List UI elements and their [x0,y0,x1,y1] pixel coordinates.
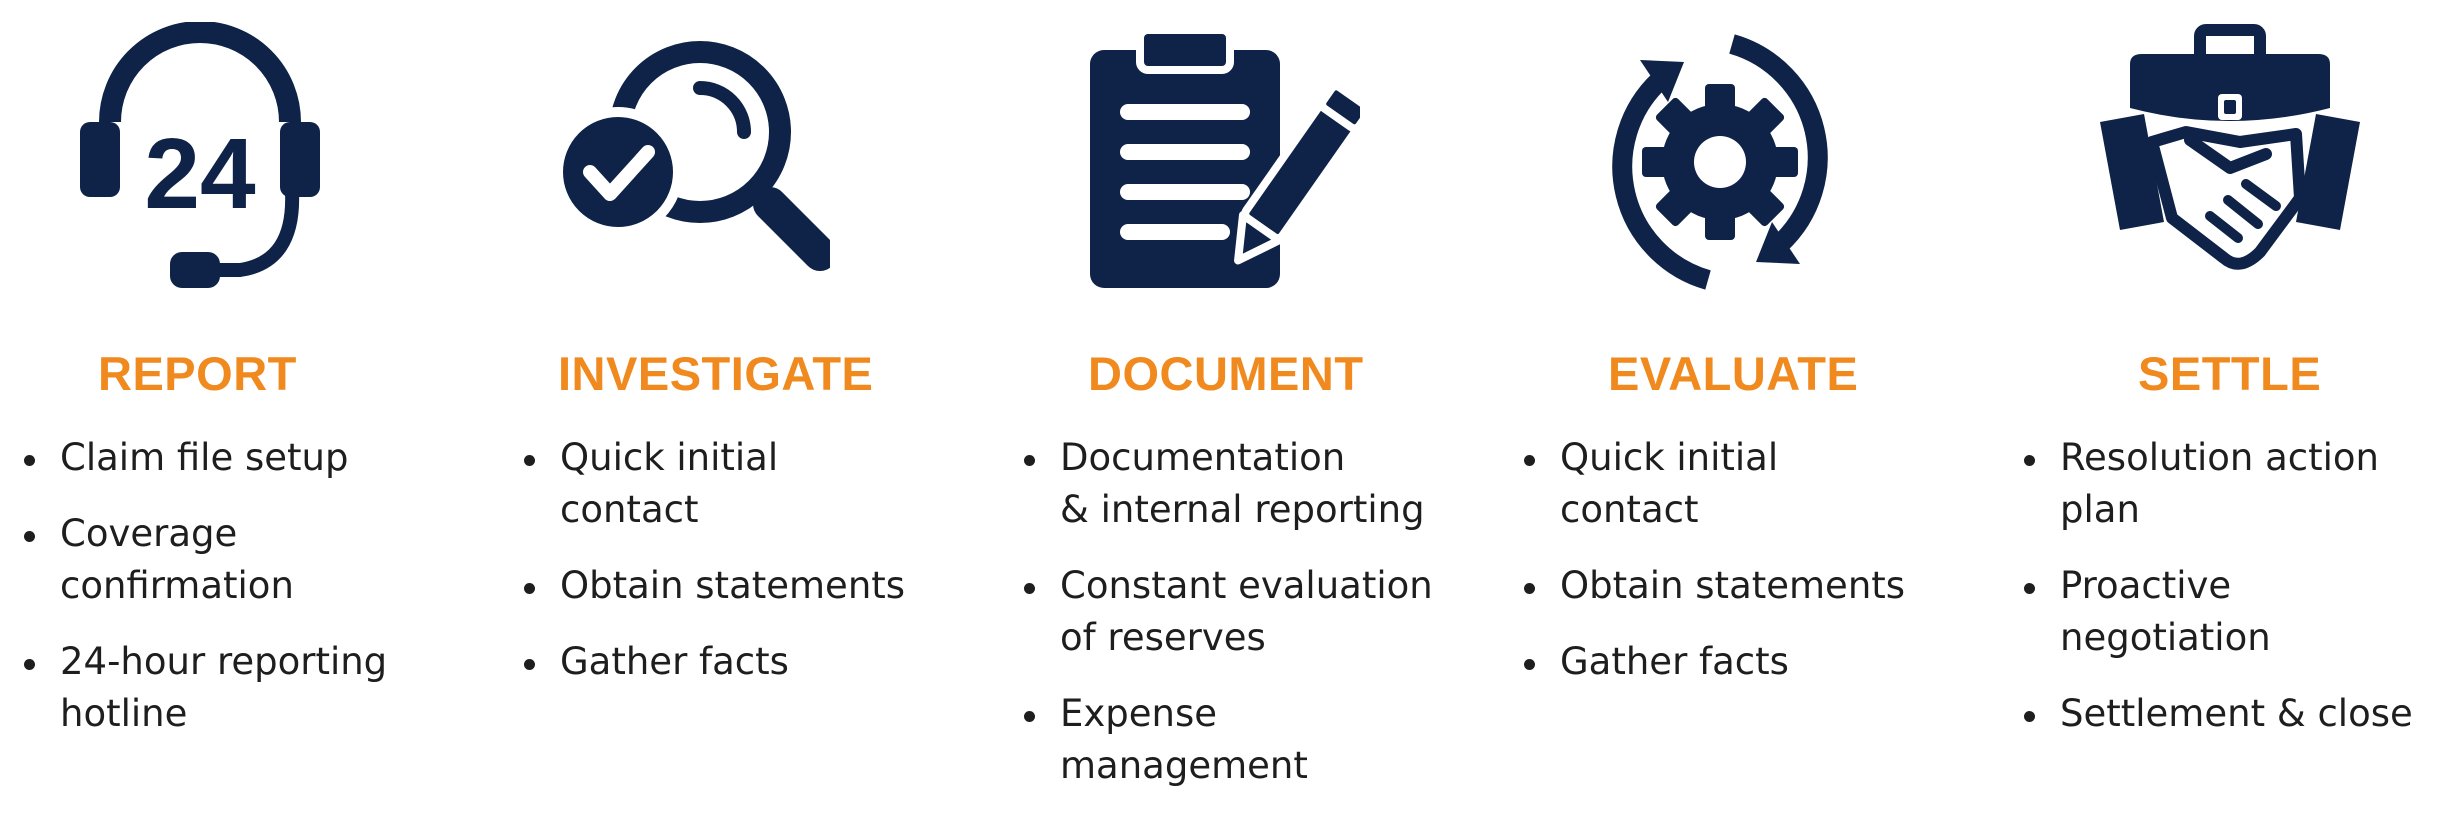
gear-cycle-icon [1580,22,1860,302]
step-title: SETTLE [2138,347,2322,400]
list-item: Gather facts [522,636,905,688]
list-item: Quick initial contact [522,432,905,536]
list-item: Documentation & internal reporting [1022,432,1433,536]
briefcase-handshake-icon [2090,22,2370,302]
clipboard-pencil-icon [1080,22,1360,302]
step-document: DOCUMENT Documentation & internal report… [1000,0,1480,812]
step-title: INVESTIGATE [558,347,874,400]
step-settle: SETTLE Resolution action plan Proactive … [2000,0,2461,812]
list-item: Obtain statements [1522,560,1905,612]
list-item: Settlement & close [2022,688,2413,740]
list-item: Resolution action plan [2022,432,2413,536]
step-bullets: Quick initial contact Obtain statements … [1522,432,1905,712]
step-evaluate: EVALUATE Quick initial contact Obtain st… [1500,0,1980,812]
list-item: Proactive negotiation [2022,560,2413,664]
magnifier-check-icon [550,22,830,302]
list-item: Gather facts [1522,636,1905,688]
step-title: DOCUMENT [1088,347,1364,400]
step-bullets: Claim file setup Coverage confirmation 2… [22,432,387,764]
list-item: 24-hour reporting hotline [22,636,387,740]
step-report: 24 REPORT Claim file setup Coverage conf… [0,0,480,812]
step-title: REPORT [98,347,297,400]
step-investigate: INVESTIGATE Quick initial contact Obtain… [500,0,980,812]
headset-24-icon: 24 [60,22,340,302]
step-title: EVALUATE [1608,347,1859,400]
list-item: Coverage confirmation [22,508,387,612]
headset-number: 24 [144,118,256,230]
step-bullets: Resolution action plan Proactive negotia… [2022,432,2413,764]
list-item: Constant evaluation of reserves [1022,560,1433,664]
list-item: Expense management [1022,688,1433,792]
step-bullets: Quick initial contact Obtain statements … [522,432,905,712]
list-item: Obtain statements [522,560,905,612]
step-bullets: Documentation & internal reporting Const… [1022,432,1433,816]
list-item: Claim file setup [22,432,387,484]
list-item: Quick initial contact [1522,432,1905,536]
